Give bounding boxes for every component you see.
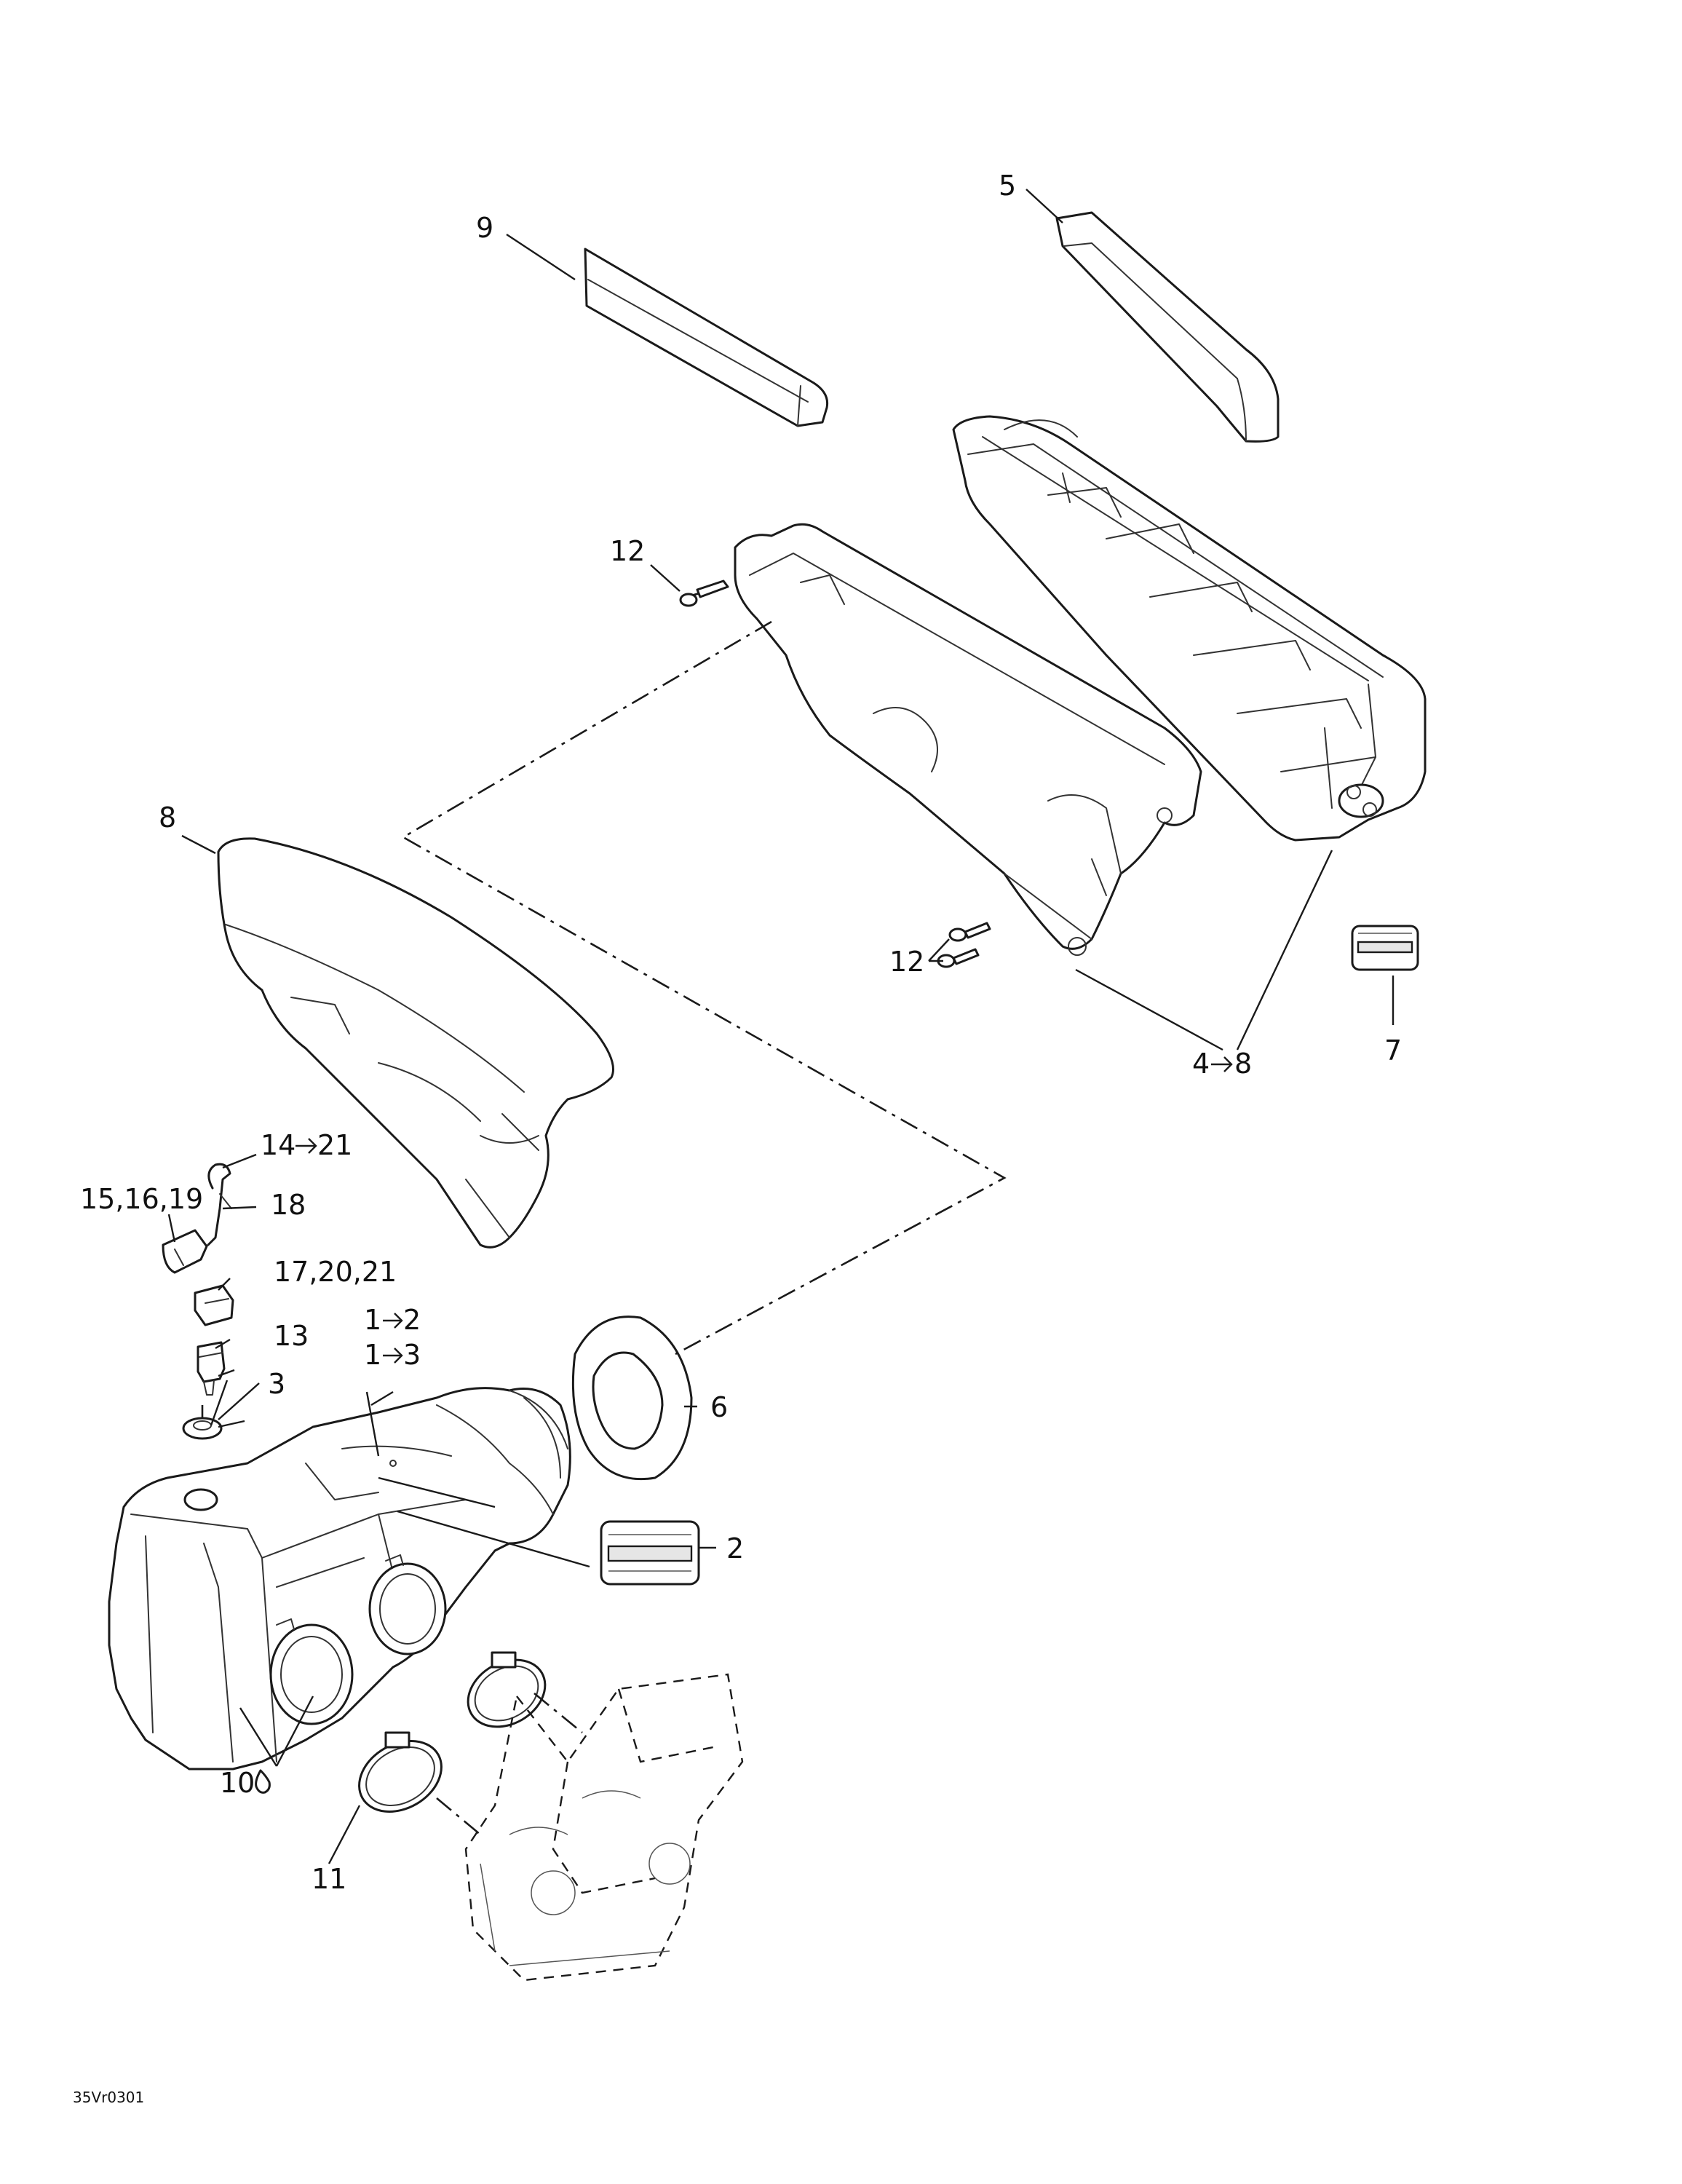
callout-18: 18 (271, 1189, 306, 1221)
part-17-connector-housing[interactable] (194, 1284, 234, 1326)
svg-text:8: 8 (1234, 1048, 1252, 1080)
assembly-line-clamp-upper (533, 1692, 583, 1734)
leader-lines (167, 189, 1395, 1864)
callout-14-range-21: 14 21 (261, 1129, 352, 1161)
part-14-hose[interactable] (207, 1163, 232, 1246)
part-11-clamp-lower[interactable] (346, 1727, 454, 1826)
drawing-code: 35Vr0301 (73, 2089, 144, 2106)
part-8-silencer-cover-upper[interactable] (734, 523, 1202, 956)
assembly-line-clamp-lower (436, 1797, 481, 1835)
callout-2: 2 (726, 1532, 744, 1564)
part-2-label-decal[interactable] (600, 1520, 700, 1586)
part-4-silencer-base[interactable] (952, 415, 1427, 842)
svg-text:1: 1 (364, 1304, 381, 1336)
callout-7: 7 (1384, 1034, 1402, 1067)
callout-6: 6 (710, 1391, 728, 1423)
svg-text:1: 1 (364, 1339, 381, 1371)
part-12-bolt-upper[interactable] (679, 579, 729, 607)
arrow-right-icon (1211, 1056, 1233, 1072)
part-8-silencer-cover-left[interactable] (217, 837, 614, 1249)
svg-text:21: 21 (317, 1129, 352, 1161)
arrow-right-icon (383, 1348, 403, 1364)
svg-text:14: 14 (261, 1129, 295, 1161)
callout-4-range-8: 4 8 (1192, 1048, 1252, 1080)
part-15-connector[interactable] (162, 1229, 208, 1274)
part-5-foam-block[interactable] (1055, 211, 1280, 443)
callout-10-adhesive: 10 (220, 1767, 271, 1799)
part-13-temperature-sensor[interactable] (197, 1341, 226, 1396)
arrow-right-icon (295, 1138, 317, 1154)
part-12-bolts-lower[interactable] (937, 922, 991, 968)
part-11-clamp-upper[interactable] (456, 1647, 558, 1741)
svg-text:3: 3 (403, 1339, 421, 1371)
callout-12-upper: 12 (610, 535, 645, 567)
part-1-silencer-body[interactable] (108, 1387, 571, 1770)
callout-9: 9 (476, 212, 493, 244)
callout-8: 8 (159, 802, 176, 834)
part-6-seal-ring[interactable] (571, 1315, 693, 1481)
engine-reference (464, 1673, 744, 1982)
svg-text:2: 2 (403, 1304, 421, 1336)
adhesive-drop-icon (255, 1769, 271, 1794)
callout-1-range-2: 1 2 (364, 1304, 421, 1336)
callout-1-range-3: 1 3 (364, 1339, 421, 1371)
part-7-label-decal[interactable] (1351, 925, 1419, 971)
callout-12-lower: 12 (889, 946, 924, 978)
callout-15-16-19: 15,16,19 (80, 1183, 203, 1215)
part-3-grommet[interactable] (182, 1417, 223, 1440)
svg-text:10: 10 (220, 1767, 255, 1799)
callout-5: 5 (999, 170, 1016, 202)
part-9-foam-block[interactable] (584, 248, 829, 427)
arrow-right-icon (383, 1313, 403, 1329)
callout-13: 13 (274, 1320, 309, 1352)
callout-17-20-21: 17,20,21 (274, 1256, 397, 1288)
svg-text:4: 4 (1192, 1048, 1210, 1080)
callout-11: 11 (312, 1863, 346, 1895)
callout-3: 3 (268, 1368, 285, 1400)
